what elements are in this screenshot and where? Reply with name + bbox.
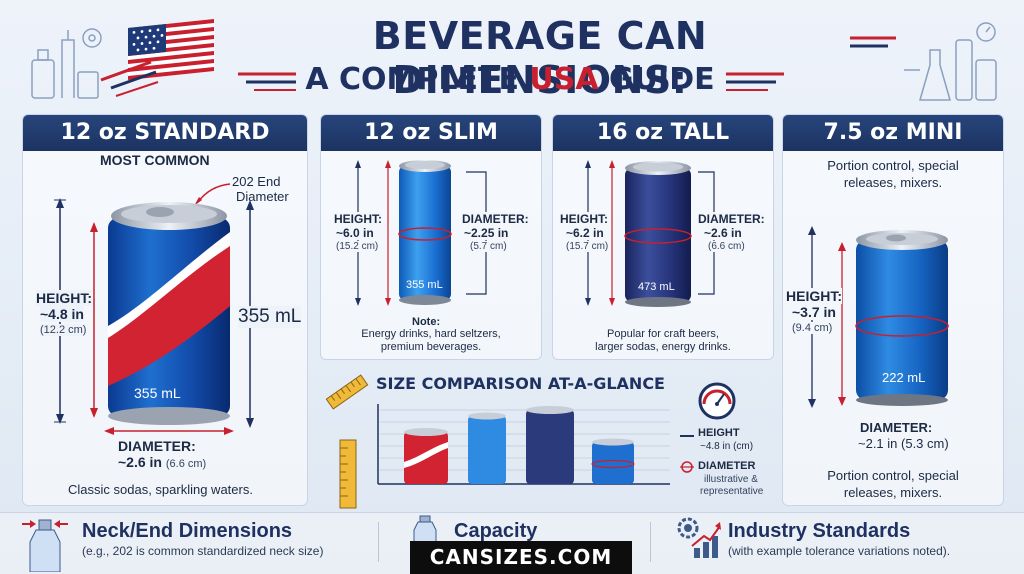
standard-end-label-2: Diameter [236,189,289,204]
mini-height-in: ~3.7 in [792,304,836,320]
mini-can-label: 222 mL [882,370,925,385]
standard-height-label: HEIGHT: [36,290,92,306]
lab-equipment-left-icon [31,28,102,99]
standard-diameter-value: ~2.6 in (6.6 cm) [118,454,206,470]
tall-can-illustration: 473 mL [624,161,692,307]
speed-lines-right-icon [850,36,896,48]
standard-end-label: 202 End Diameter [232,174,289,204]
slim-can-label: 355 mL [406,279,443,291]
standard-uses: Classic sodas, sparkling waters. [68,482,253,497]
tall-uses-1: Popular for craft beers, [607,328,719,340]
page-title: BEVERAGE CAN DIMENSIONS: [372,14,708,102]
standard-volume-side: 355 mL [238,306,302,328]
legend-height-value: ~4.8 in (cm) [700,441,754,452]
mini-bottom-1: Portion control, special [827,468,959,483]
bottle-neck-icon [22,519,68,572]
subtitle-part-a: A COMPLETE [305,62,530,97]
footer-divider-2 [650,522,651,562]
legend-diameter-note-1: illustrative & [704,474,758,485]
legend-height: HEIGHT [698,427,740,439]
tall-uses-2: larger sodas, energy drinks. [595,341,731,353]
accent-lines-left-icon [238,72,296,91]
neck-title: Neck/End Dimensions [82,520,293,542]
mini-diameter-text: ~2.1 in (5.3 cm) [858,436,949,451]
tall-height-in: ~6.2 in [566,226,604,240]
compare-slim-can [468,412,506,484]
standard-subtitle: MOST COMMON [100,152,210,168]
compare-tall-can [526,406,574,484]
standard-diameter-in: ~2.6 in [118,454,162,470]
page-subtitle: A COMPLETE USA GUIDE [300,62,720,97]
subtitle-part-c: GUIDE [598,62,715,97]
legend-diameter: DIAMETER [698,460,756,472]
legend-diameter-note-2: representative [700,486,764,497]
capacity-title: Capacity [454,520,538,542]
slim-height-cm: (15.2 cm) [336,241,379,252]
capacity-bottle-icon [413,515,437,544]
mini-height-cm: (9.4 cm) [792,322,833,334]
slim-diameter-cm: (5.7 cm) [470,241,507,252]
footer-divider-1 [378,522,379,562]
mini-top-1: Portion control, special [827,158,959,173]
comparison-title: SIZE COMPARISON AT-A-GLANCE [376,374,665,393]
gear-chart-icon [677,517,721,558]
panel-tall-title: 16 oz TALL [553,115,773,151]
slim-note-1: Energy drinks, hard seltzers, [361,328,501,340]
tall-height-cm: (15.7 cm) [566,241,609,252]
lab-equipment-right-icon [904,22,997,101]
slim-can-illustration: 355 mL [398,160,452,305]
slim-height-label: HEIGHT: [334,212,382,226]
brand-watermark[interactable]: CANSIZES.COM [410,541,632,574]
slim-diameter-in: ~2.25 in [464,226,509,240]
compare-standard-can [404,428,448,484]
header: BEVERAGE CAN DIMENSIONS: A COMPLETE USA … [0,0,1024,112]
subtitle-usa: USA [529,62,599,97]
standard-height-cm: (12.2 cm) [40,324,87,336]
neck-sub: (e.g., 202 is common standardized neck s… [82,544,324,558]
legend-diameter-icon [680,461,694,473]
mini-bottom-2: releases, mixers. [843,485,943,500]
tall-height-label: HEIGHT: [560,212,608,226]
panel-slim-title: 12 oz SLIM [321,115,541,151]
accent-lines-right-icon [726,72,784,91]
mini-top-2: releases, mixers. [843,175,943,190]
standard-diameter-arrow [104,427,234,435]
standard-can-illustration: 355 mL [108,202,230,425]
standard-end-label-1: 202 End [232,174,281,189]
standard-diameter-label: DIAMETER: [118,438,196,454]
slim-note-label: Note: [412,316,441,328]
vertical-ruler-icon [339,439,357,509]
slim-height-in: ~6.0 in [336,226,374,240]
panel-mini-title: 7.5 oz MINI [783,115,1003,151]
slim-note-2: premium beverages. [380,341,482,353]
standard-can-label: 355 mL [134,385,181,401]
comparison-chart [377,404,670,485]
tall-diameter-label: DIAMETER: [698,212,765,226]
slim-diameter-label: DIAMETER: [462,212,529,226]
standard-diameter-cm: (6.6 cm) [165,458,207,470]
compare-mini-can [591,438,635,484]
tall-diameter-in: ~2.6 in [704,226,742,240]
standard-height-in: ~4.8 in [40,306,84,322]
industry-sub: (with example tolerance variations noted… [728,544,951,558]
gauge-icon [698,382,736,420]
legend-height-icon [680,435,694,437]
mini-height-label: HEIGHT: [786,288,842,304]
tall-diameter-cm: (6.6 cm) [708,241,745,252]
industry-title: Industry Standards [728,520,911,542]
ruler-icon [325,374,369,410]
us-flag-icon [128,18,214,80]
tall-can-label: 473 mL [638,281,675,293]
panel-standard-title: 12 oz STANDARD [23,115,307,151]
speed-lines-left-icon [100,60,159,97]
mini-diameter-label: DIAMETER: [860,420,933,435]
mini-can-illustration: 222 mL [855,230,949,406]
